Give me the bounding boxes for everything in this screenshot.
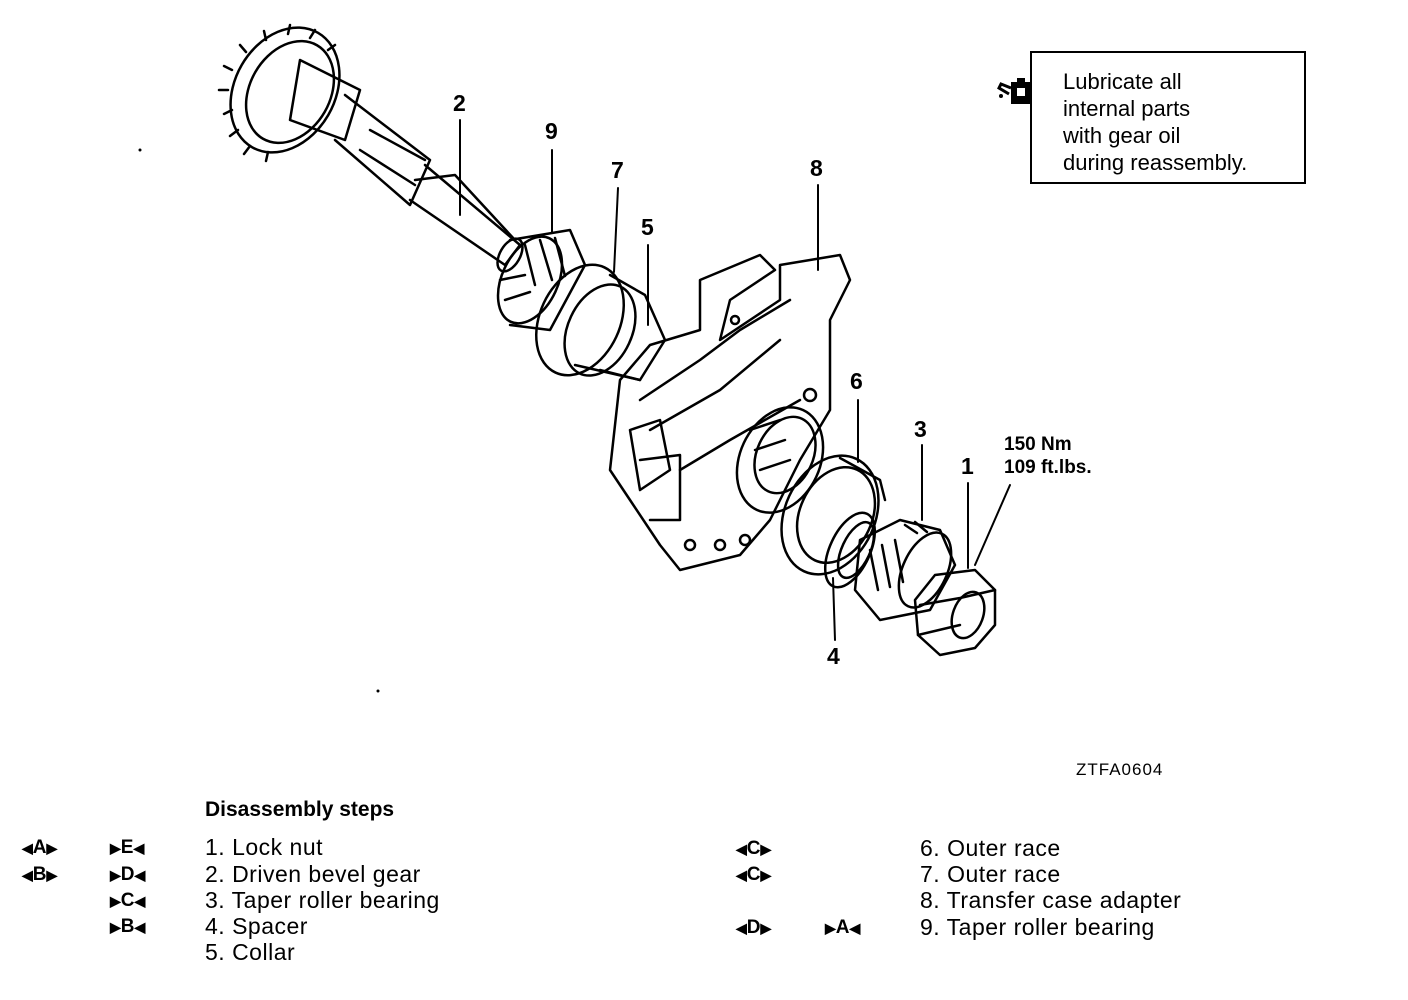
torque-spec: 150 Nm 109 ft.lbs. xyxy=(1004,433,1092,479)
step-item: 5. Collar xyxy=(205,939,296,965)
transfer-case-adapter xyxy=(608,253,852,572)
torque-ftlbs: 109 ft.lbs. xyxy=(1004,457,1092,478)
service-mark-a-left: ◀A▶ xyxy=(22,837,58,858)
note-line: during reassembly. xyxy=(1063,150,1248,175)
callout-4: 4 xyxy=(827,643,840,669)
lock-nut xyxy=(913,568,997,657)
callout-7: 7 xyxy=(611,157,624,183)
step-item: 8. Transfer case adapter xyxy=(920,887,1182,913)
callout-9: 9 xyxy=(545,118,558,144)
service-mark-b-left: ◀B▶ xyxy=(22,864,58,885)
service-mark-c-right: ◀C▶ xyxy=(736,838,772,859)
step-item: 7. Outer race xyxy=(920,861,1061,887)
driven-bevel-gear xyxy=(217,23,524,273)
service-mark-c: ▶C◀ xyxy=(110,890,146,911)
service-mark-d: ▶D◀ xyxy=(110,864,146,885)
step-item: 6. Outer race xyxy=(920,835,1061,861)
callout-8: 8 xyxy=(810,155,823,181)
callout-1: 1 xyxy=(961,453,974,479)
taper-roller-bearing-lower xyxy=(853,518,957,622)
service-mark-b: ▶B◀ xyxy=(110,916,146,937)
torque-nm: 150 Nm xyxy=(1004,434,1072,455)
service-mark-c-right: ◀C▶ xyxy=(736,864,772,885)
note-line: internal parts xyxy=(1063,96,1191,121)
step-item: 2. Driven bevel gear xyxy=(205,861,421,887)
step-item: 3. Taper roller bearing xyxy=(205,887,440,913)
lubrication-note: Lubricate all internal parts with gear o… xyxy=(1063,68,1247,176)
service-mark-a-right: ▶A◀ xyxy=(825,917,861,938)
oil-can-icon xyxy=(997,76,1037,115)
step-item: 4. Spacer xyxy=(205,913,308,939)
spacer xyxy=(823,511,877,589)
callout-6: 6 xyxy=(850,368,863,394)
figure-code: ZTFA0604 xyxy=(1076,760,1164,779)
step-item: 9. Taper roller bearing xyxy=(920,914,1155,940)
note-line: with gear oil xyxy=(1063,123,1181,148)
service-mark-d-right: ◀D▶ xyxy=(736,917,772,938)
leader-lines xyxy=(459,119,1011,641)
note-line: Lubricate all xyxy=(1063,69,1182,94)
callout-5: 5 xyxy=(641,214,654,240)
step-item: 1. Lock nut xyxy=(205,834,324,860)
outer-race-and-collar xyxy=(534,263,667,382)
callout-2: 2 xyxy=(453,90,466,116)
service-mark-e: ▶E◀ xyxy=(110,837,145,858)
callout-3: 3 xyxy=(914,416,927,442)
steps-title: Disassembly steps xyxy=(205,798,395,821)
lubrication-note-box xyxy=(1030,51,1306,184)
